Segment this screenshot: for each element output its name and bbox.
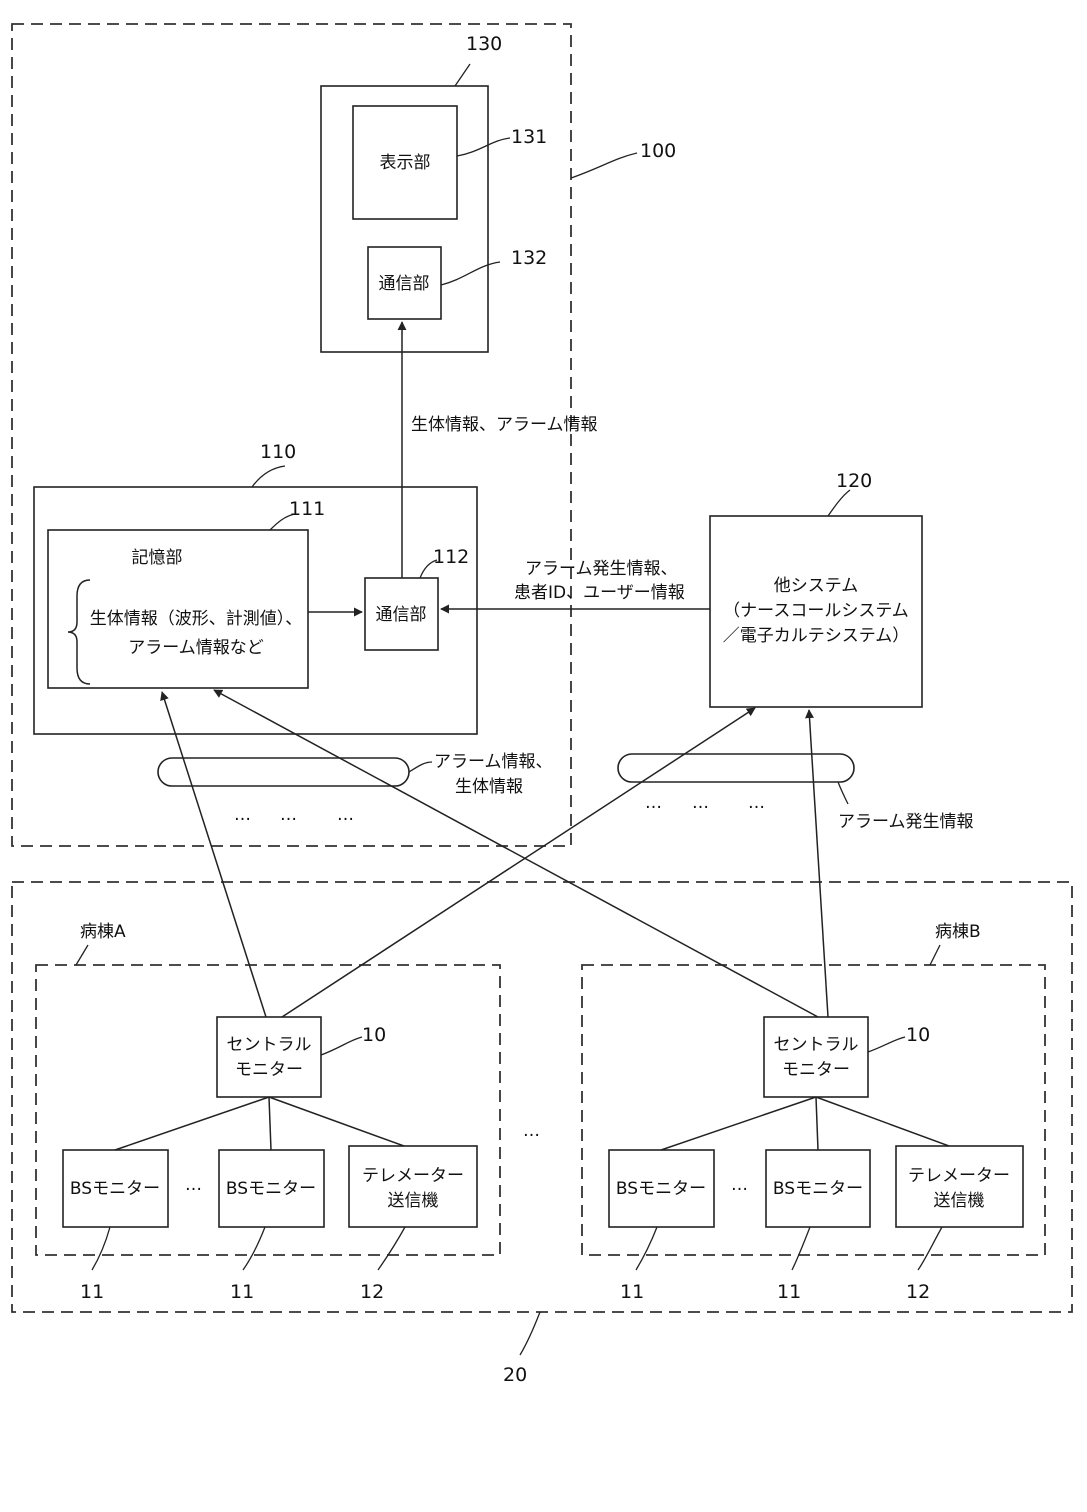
ref-10b: 10	[906, 1024, 930, 1046]
ref-131: 131	[511, 126, 547, 148]
ward-b-name: 病棟B	[935, 922, 981, 942]
leader-network-left	[409, 762, 432, 772]
leader-100	[571, 153, 637, 178]
label-network-left-1: アラーム情報、	[434, 752, 553, 772]
ellipsis-left-a: …	[234, 805, 251, 825]
ward-a-name: 病棟A	[80, 922, 126, 942]
leader-network-right	[838, 782, 848, 804]
display-unit-label: 表示部	[380, 153, 431, 173]
leader-11b	[243, 1227, 265, 1270]
label-to-terminal: 生体情報、アラーム情報	[411, 415, 598, 435]
leader-ward-b	[930, 945, 940, 965]
ward-a-bs1-label: BSモニター	[70, 1179, 160, 1199]
storage-unit-label: 記憶部	[132, 548, 183, 568]
leader-120	[828, 490, 850, 516]
ellipsis-right-b: …	[692, 793, 709, 813]
leader-12b	[918, 1227, 942, 1270]
ward-b-tree-lines	[661, 1097, 949, 1150]
ward-a-telemeter	[349, 1146, 477, 1227]
hospital-20-boundary	[12, 882, 1072, 1312]
ellipsis-ward-a-monitors: …	[185, 1175, 202, 1195]
ward-a-bs2-label: BSモニター	[226, 1179, 316, 1199]
leader-11c	[636, 1227, 657, 1270]
terminal-comm-label: 通信部	[379, 274, 430, 294]
ref-100: 100	[640, 140, 676, 162]
leader-10a	[321, 1037, 362, 1055]
ref-11a: 11	[80, 1281, 104, 1303]
ref-10a: 10	[362, 1024, 386, 1046]
ref-11d: 11	[777, 1281, 801, 1303]
ward-a-tele-line1: テレメーター	[362, 1166, 464, 1186]
storage-content-line2: アラーム情報など	[128, 638, 264, 658]
leader-11a	[92, 1227, 110, 1270]
other-system-line3: ／電子カルテシステム）	[723, 626, 910, 646]
ward-b-central-monitor	[764, 1017, 868, 1097]
ref-132: 132	[511, 247, 547, 269]
label-from-other-2: 患者ID、ユーザー情報	[514, 583, 685, 603]
arrow-ward-b-central-to-storage	[214, 690, 818, 1017]
network-left	[158, 758, 409, 786]
ref-12b: 12	[906, 1281, 930, 1303]
ref-11c: 11	[620, 1281, 644, 1303]
ellipsis-between-wards: …	[523, 1121, 540, 1141]
ward-a-tree-lines	[115, 1097, 404, 1150]
ellipsis-right-a: …	[645, 793, 662, 813]
leader-10b	[868, 1037, 905, 1052]
ref-130: 130	[466, 33, 502, 55]
ellipsis-left-c: …	[337, 805, 354, 825]
ellipsis-left-b: …	[280, 805, 297, 825]
label-network-left-2: 生体情報	[455, 777, 523, 797]
ref-111: 111	[289, 498, 325, 520]
ward-a-central-line2: モニター	[235, 1060, 303, 1080]
label-from-other-1: アラーム発生情報、	[525, 559, 678, 579]
other-system-line2: （ナースコールシステム	[723, 601, 909, 621]
ref-110: 110	[260, 441, 296, 463]
leader-12a	[378, 1227, 405, 1270]
other-system-line1: 他システム	[774, 576, 859, 596]
ward-b-central-line1: セントラル	[774, 1035, 859, 1055]
ref-120: 120	[836, 470, 872, 492]
ward-b-central-line2: モニター	[782, 1060, 850, 1080]
leader-110	[252, 466, 285, 487]
ward-b-bs2-label: BSモニター	[773, 1179, 863, 1199]
ref-112: 112	[433, 546, 469, 568]
ward-a-central-monitor	[217, 1017, 321, 1097]
storage-content-line1: 生体情報（波形、計測値）、	[90, 609, 303, 629]
ellipsis-right-c: …	[748, 793, 765, 813]
ward-a-central-line1: セントラル	[227, 1035, 312, 1055]
ward-b-bs1-label: BSモニター	[616, 1179, 706, 1199]
ref-20: 20	[503, 1364, 527, 1386]
label-network-right: アラーム発生情報	[838, 812, 974, 832]
leader-ward-a	[76, 945, 88, 965]
ward-b-tele-line1: テレメーター	[908, 1166, 1010, 1186]
ward-b-tele-line2: 送信機	[934, 1191, 985, 1211]
leader-130	[455, 64, 470, 86]
leader-11d	[792, 1227, 810, 1270]
leader-20	[520, 1312, 540, 1355]
server-comm-label: 通信部	[376, 605, 427, 625]
ward-b-telemeter	[896, 1146, 1023, 1227]
arrow-ward-a-central-to-storage	[162, 692, 266, 1017]
network-right	[618, 754, 854, 782]
ward-a-tele-line2: 送信機	[388, 1191, 439, 1211]
ref-11b: 11	[230, 1281, 254, 1303]
ellipsis-ward-b-monitors: …	[731, 1175, 748, 1195]
ref-12a: 12	[360, 1281, 384, 1303]
